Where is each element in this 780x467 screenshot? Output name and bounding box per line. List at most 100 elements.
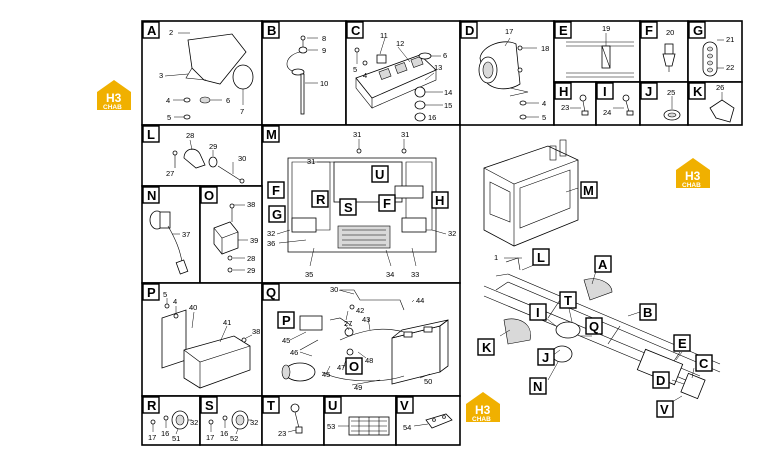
overview-label-k: K [482, 340, 492, 355]
callout-35: 35 [305, 270, 313, 279]
cab-shell [483, 145, 579, 247]
panel-m[interactable]: M 31 31 31 32 36 35 34 33 32 F [261, 124, 461, 284]
callout-33: 33 [411, 270, 419, 279]
callout-4: 4 [542, 99, 546, 108]
callout-17: 17 [206, 433, 214, 442]
callout-40: 40 [189, 303, 197, 312]
overview-label-t: T [564, 293, 572, 308]
panel-v[interactable]: V 54 [395, 395, 461, 446]
panel-c[interactable]: C 11 12 5 4 6 13 14 15 16 [345, 20, 461, 126]
callout-41: 41 [223, 318, 231, 327]
callout-42: 42 [356, 306, 364, 315]
panel-label-l: L [147, 127, 155, 142]
callout-14: 14 [444, 88, 452, 97]
panel-l[interactable]: L 28 29 27 30 [141, 124, 263, 187]
overview-label-n: N [533, 379, 542, 394]
callout-23: 23 [278, 429, 286, 438]
panel-label-t: T [267, 398, 275, 413]
callout-32: 32 [190, 418, 198, 427]
sensor-part [290, 403, 300, 413]
panel-label-d: D [465, 23, 474, 38]
sub-label-f: F [383, 196, 391, 211]
panel-label-n: N [147, 188, 156, 203]
callout-1: 1 [494, 253, 498, 262]
sender-rod-part [300, 73, 305, 115]
panel-t[interactable]: T 23 [261, 395, 325, 446]
callout-51: 51 [172, 434, 180, 443]
callout-30: 30 [330, 285, 338, 294]
panel-r[interactable]: R 17 16 51 32 [141, 395, 201, 446]
callout-44: 44 [416, 296, 424, 305]
callout-4: 4 [363, 71, 367, 80]
control-unit-part [183, 335, 251, 389]
callout-11: 11 [380, 31, 388, 40]
callout-47: 47 [337, 363, 345, 372]
callout-53: 53 [327, 422, 335, 431]
panel-f[interactable]: F 20 [639, 20, 689, 83]
callout-28: 28 [186, 131, 194, 140]
callout-16: 16 [161, 429, 169, 438]
panel-label-p: P [147, 285, 156, 300]
sub-label-u: U [375, 167, 384, 182]
panel-label-i: I [603, 84, 607, 99]
callout-5: 5 [163, 290, 167, 299]
panel-g[interactable]: G 21 22 [687, 20, 743, 83]
truck-overview: 1 M L A T B I Q K J N E C D V [477, 139, 721, 418]
sensor-part [579, 94, 587, 102]
bulb-part [664, 43, 674, 55]
watermark-text: CHAB [682, 182, 701, 189]
callout-54: 54 [403, 423, 411, 432]
panel-q[interactable]: Q 30 42 44 43 27 [261, 282, 461, 397]
callout-26: 26 [716, 83, 724, 92]
callout-32: 32 [250, 418, 258, 427]
panel-n[interactable]: N 37 [141, 185, 201, 284]
panel-s[interactable]: S 17 16 52 32 [199, 395, 263, 446]
sub-label-h: H [435, 193, 444, 208]
panel-j[interactable]: J 25 [639, 81, 689, 126]
callout-45: 45 [282, 336, 290, 345]
panel-k[interactable]: K 26 [687, 81, 743, 126]
overview-label-c: C [699, 356, 709, 371]
callout-16: 16 [428, 113, 436, 122]
callout-37: 37 [182, 230, 190, 239]
callout-4: 4 [166, 96, 170, 105]
callout-7: 7 [240, 107, 244, 116]
panel-d[interactable]: D 17 18 4 5 [459, 20, 555, 126]
panel-h[interactable]: H 23 [553, 81, 597, 126]
panel-e[interactable]: E 19 [553, 20, 641, 83]
clamp-part [183, 148, 206, 169]
watermark-logo: H3 CHAB [97, 80, 131, 111]
reflector-part [232, 64, 254, 90]
panel-label-u: U [328, 398, 337, 413]
sensor-part [622, 94, 630, 102]
callout-38: 38 [252, 327, 260, 336]
panel-p[interactable]: P 5 4 40 41 38 [141, 282, 263, 397]
relay-bracket-part [213, 221, 239, 255]
overview-label-i: I [536, 305, 540, 320]
callout-28: 28 [247, 254, 255, 263]
callout-27: 27 [344, 319, 352, 328]
panel-i[interactable]: I 24 [595, 81, 641, 126]
overview-label-e: E [678, 336, 687, 351]
panel-u[interactable]: U 53 [323, 395, 397, 446]
panel-a[interactable]: A 2 3 4 5 6 7 [141, 20, 263, 126]
callout-32: 32 [448, 229, 456, 238]
callout-17: 17 [148, 433, 156, 442]
callout-34: 34 [386, 270, 394, 279]
callout-39: 39 [250, 236, 258, 245]
panel-o[interactable]: O 38 39 28 29 [199, 185, 263, 284]
callout-43: 43 [362, 315, 370, 324]
panel-b[interactable]: B 8 9 10 [261, 20, 347, 126]
callout-6: 6 [443, 51, 447, 60]
watermark-logo: H3 CHAB [676, 158, 710, 189]
callout-22: 22 [726, 63, 734, 72]
callout-38: 38 [247, 200, 255, 209]
overview-label-a: A [598, 257, 608, 272]
panel-label-f: F [645, 23, 653, 38]
cover-part [709, 99, 735, 123]
callout-48: 48 [365, 356, 373, 365]
panel-label-a: A [147, 23, 157, 38]
panel-label-k: K [693, 84, 703, 99]
callout-36: 36 [267, 239, 275, 248]
